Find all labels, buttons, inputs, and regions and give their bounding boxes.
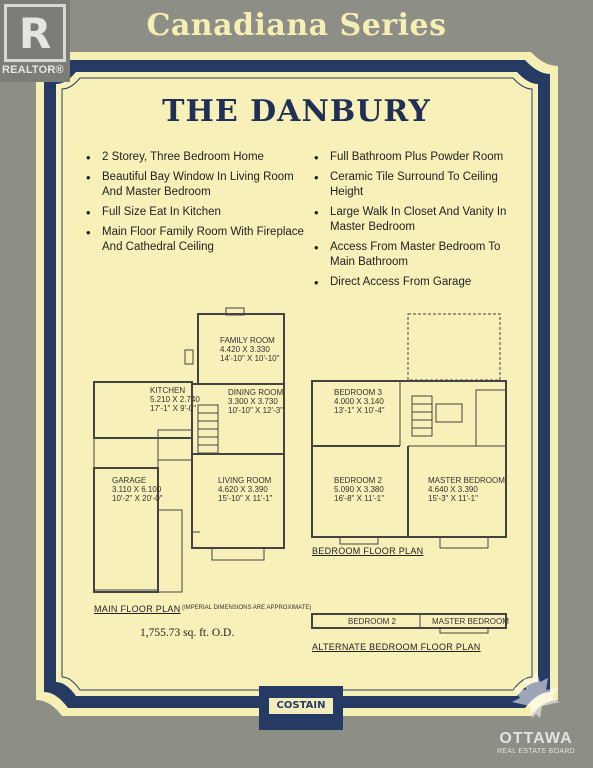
feature-item: Direct Access From Garage [314,275,514,290]
feature-item: Ceramic Tile Surround To Ceiling Height [314,170,514,200]
living-room-label: LIVING ROOM 4.620 X 3.390 15'-10" X 11'-… [218,476,272,503]
main-floor-note: (IMPERIAL DIMENSIONS ARE APPROXIMATE) [182,605,312,611]
feature-item: Access From Master Bedroom To Main Bathr… [314,240,514,270]
alternate-caption: ALTERNATE BEDROOM FLOOR PLAN [312,642,481,652]
master-bedroom-label: MASTER BEDROOM 4.640 X 3.390 15'-3" X 11… [428,476,505,503]
room-imperial: 15'-3" X 11'-1" [428,494,478,503]
realtor-watermark: R REALTOR® [0,0,70,82]
room-imperial: 14'-10" X 10'-10" [220,354,280,363]
room-name: BEDROOM 3 [334,388,383,397]
room-imperial: 10'-10" X 12'-3" [228,406,283,415]
room-metric: 4.620 X 3.390 [218,485,268,494]
bedroom3-label: BEDROOM 3 4.000 X 3.140 13'-1" X 10'-4" [334,388,385,415]
feature-item: Main Floor Family Room With Fireplace An… [86,225,306,255]
features-left-list: 2 Storey, Three Bedroom Home Beautiful B… [86,150,306,260]
feature-item: Full Size Eat In Kitchen [86,205,306,220]
ottawa-watermark: OTTAWA REAL ESTATE BOARD [486,666,586,755]
feature-item: Full Bathroom Plus Powder Room [314,150,514,165]
realtor-label: REALTOR® [2,64,64,76]
room-metric: 4.420 X 3.330 [220,345,270,354]
alt-bedroom2-label: BEDROOM 2 [348,617,397,626]
room-metric: 5.210 X 2.740 [150,395,200,404]
maple-leaf-icon [512,670,560,718]
main-floor-plan [93,307,285,593]
family-room-label: FAMILY ROOM 4.420 X 3.330 14'-10" X 10'-… [220,336,279,363]
bedroom-floor-plan [311,313,507,549]
alt-master-label: MASTER BEDROOM [432,617,509,626]
room-imperial: 17'-1" X 9'-0" [150,404,197,413]
room-metric: 4.640 X 3.390 [428,485,478,494]
feature-item: 2 Storey, Three Bedroom Home [86,150,306,165]
area-text: 1,755.73 sq. ft. O.D. [140,627,235,639]
garage-label: GARAGE 3.110 X 6.100 10'-2" X 20'-0" [112,476,163,503]
room-metric: 4.000 X 3.140 [334,397,384,406]
room-imperial: 16'-8" X 11'-1" [334,494,384,503]
room-name: LIVING ROOM [218,476,272,485]
room-name: GARAGE [112,476,147,485]
series-title: Canadiana Series [146,8,447,43]
room-name: MASTER BEDROOM [428,476,505,485]
costain-logo: COSTAIN [259,686,343,730]
dining-room-label: DINING ROOM 3.300 X 3.730 10'-10" X 12'-… [228,388,283,415]
room-imperial: 15'-10" X 11'-1" [218,494,273,503]
room-name: DINING ROOM [228,388,284,397]
alternate-bedroom-plan [311,613,507,634]
feature-item: Beautiful Bay Window In Living Room And … [86,170,306,200]
ottawa-name: OTTAWA [499,730,573,747]
room-metric: 3.300 X 3.730 [228,397,278,406]
room-imperial: 13'-1" X 10'-4" [334,406,385,415]
realtor-logo-box: R [4,4,66,62]
room-metric: 3.110 X 6.100 [112,485,162,494]
bedroom-floor-caption: BEDROOM FLOOR PLAN [312,546,424,556]
ottawa-board: REAL ESTATE BOARD [496,748,576,755]
bedroom2-label: BEDROOM 2 5.090 X 3.380 16'-8" X 11'-1" [334,476,384,503]
room-imperial: 10'-2" X 20'-0" [112,494,163,503]
room-name: KITCHEN [150,386,186,395]
realtor-letter: R [18,9,52,58]
main-floor-caption: MAIN FLOOR PLAN [94,604,181,614]
room-name: FAMILY ROOM [220,336,275,345]
page-title: THE DANBURY [162,94,431,129]
room-metric: 5.090 X 3.380 [334,485,384,494]
room-name: BEDROOM 2 [334,476,383,485]
kitchen-label: KITCHEN 5.210 X 2.740 17'-1" X 9'-0" [150,386,200,413]
features-right-list: Full Bathroom Plus Powder Room Ceramic T… [314,150,514,295]
feature-item: Large Walk In Closet And Vanity In Maste… [314,205,514,235]
logo-text: COSTAIN [269,698,333,714]
